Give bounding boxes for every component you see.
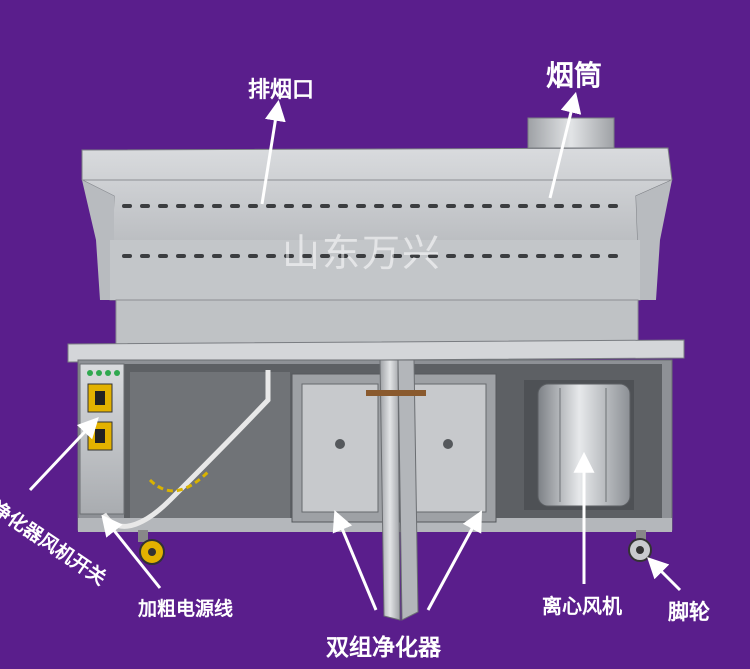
vent-slot <box>428 204 438 208</box>
label-chimney: 烟筒 <box>546 59 603 92</box>
vent-slot <box>572 204 582 208</box>
vent-slot <box>338 254 348 258</box>
fan-switch <box>87 383 113 413</box>
vent-slot <box>446 204 456 208</box>
vent-slot <box>500 204 510 208</box>
label-caster: 脚轮 <box>668 600 710 624</box>
vent-slot <box>464 254 474 258</box>
vent-slot <box>140 254 150 258</box>
cabinet-door-right <box>397 359 419 621</box>
vent-slot <box>410 204 420 208</box>
vent-slot <box>410 254 420 258</box>
vent-slot <box>248 254 258 258</box>
vent-slot <box>392 204 402 208</box>
purifier-left-arrow <box>332 510 378 611</box>
purifier-left <box>291 373 389 523</box>
vent-slot <box>554 254 564 258</box>
vent-slot <box>374 254 384 258</box>
label-centrifugal-fan: 离心风机 <box>542 594 622 618</box>
vent-slot <box>536 254 546 258</box>
vent-slot <box>212 254 222 258</box>
vent-slot <box>482 204 492 208</box>
vent-slot <box>320 204 330 208</box>
vent-slot <box>482 254 492 258</box>
switch-arrow <box>28 416 99 492</box>
vent-slot <box>536 204 546 208</box>
vent-slot <box>194 204 204 208</box>
vent-slot <box>590 204 600 208</box>
vent-slot <box>266 254 276 258</box>
exhaust-slots-lower <box>122 254 618 258</box>
countertop <box>67 339 685 363</box>
exhaust-slots-upper <box>122 204 618 208</box>
vent-slot <box>230 254 240 258</box>
vent-slot <box>356 204 366 208</box>
vent-slot <box>266 204 276 208</box>
caster-left <box>138 530 165 565</box>
centrifugal-fan <box>524 380 634 510</box>
label-dual-purifiers: 双组净化器 <box>326 635 441 661</box>
vent-slot <box>122 254 132 258</box>
vent-slot <box>374 204 384 208</box>
vent-slot <box>608 204 618 208</box>
vent-slot <box>392 254 402 258</box>
cabinet-door-left <box>379 359 401 621</box>
vent-slot <box>122 204 132 208</box>
vent-slot <box>518 204 528 208</box>
vent-slot <box>158 254 168 258</box>
power-cord-arrow <box>101 514 162 589</box>
vent-slot <box>446 254 456 258</box>
vent-slot <box>194 254 204 258</box>
vent-slot <box>338 204 348 208</box>
vent-slot <box>212 204 222 208</box>
exhaust-port-arrow <box>260 99 286 205</box>
backsplash <box>115 299 639 345</box>
vent-slot <box>518 254 528 258</box>
vent-slot <box>608 254 618 258</box>
vent-slot <box>356 254 366 258</box>
chimney <box>527 117 615 149</box>
vent-slot <box>284 204 294 208</box>
vent-slot <box>140 204 150 208</box>
vent-slot <box>284 254 294 258</box>
vent-slot <box>572 254 582 258</box>
caster-arrow <box>647 557 682 592</box>
purifier-right-arrow <box>426 510 483 611</box>
label-power-cord: 加粗电源线 <box>138 598 234 620</box>
vent-slot <box>176 204 186 208</box>
chimney-arrow <box>548 91 582 199</box>
vent-slot <box>500 254 510 258</box>
vent-slot <box>230 204 240 208</box>
vent-slot <box>158 204 168 208</box>
caster-right <box>628 530 652 562</box>
vent-slot <box>248 204 258 208</box>
power-cord <box>101 370 271 529</box>
vent-slot <box>590 254 600 258</box>
vent-slot <box>464 204 474 208</box>
exhaust-hood <box>81 147 673 301</box>
vent-slot <box>428 254 438 258</box>
label-exhaust-port: 排烟口 <box>248 78 315 103</box>
vent-slot <box>176 254 186 258</box>
vent-slot <box>302 254 312 258</box>
vent-slot <box>554 204 564 208</box>
vent-slot <box>302 204 312 208</box>
door-handle <box>366 390 426 396</box>
watermark: 山东万兴 <box>282 231 443 275</box>
vent-slot <box>320 254 330 258</box>
annotation-arrows <box>28 91 682 611</box>
